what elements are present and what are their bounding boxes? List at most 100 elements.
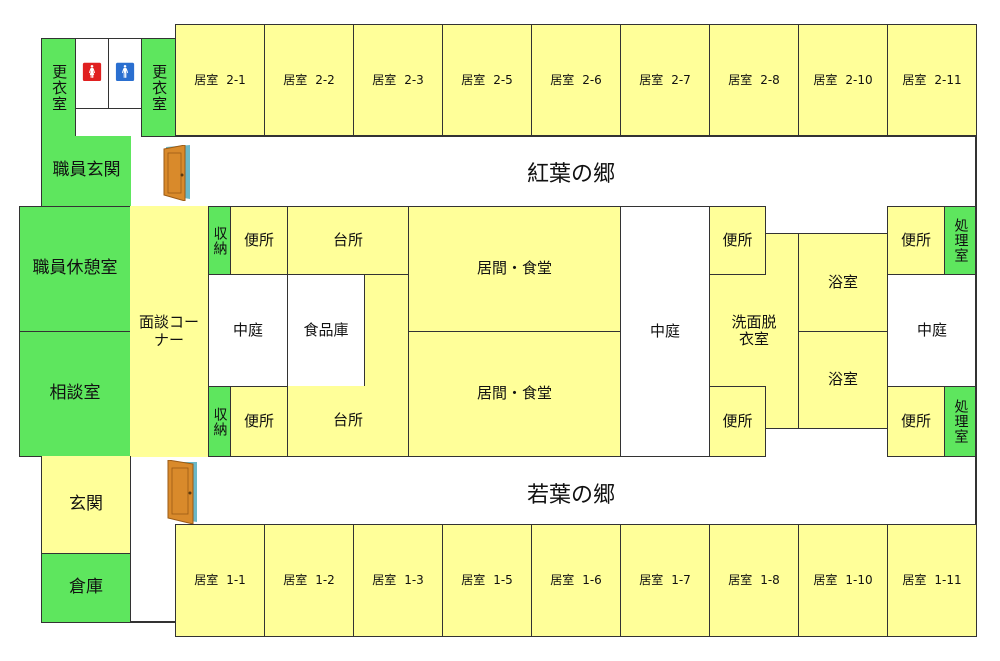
room-label: 倉庫 bbox=[69, 577, 103, 598]
disposal-room-top: 処理室 bbox=[944, 206, 977, 275]
room-label: 居室 bbox=[639, 72, 664, 87]
kitchen-top: 台所 bbox=[287, 206, 409, 275]
room-label: 便所 bbox=[722, 411, 753, 430]
toilet-top-right: 便所 bbox=[887, 206, 945, 275]
male-toilet-icon: 🚹︎ bbox=[113, 62, 137, 84]
room-label: 便所 bbox=[243, 230, 274, 249]
resident-room: 居室 1-2 bbox=[264, 524, 354, 637]
resident-room: 居室 1-8 bbox=[709, 524, 799, 637]
room-number: 1-8 bbox=[760, 572, 780, 587]
room-label: 居室 bbox=[372, 572, 397, 587]
wall bbox=[975, 136, 977, 525]
room-label: 居室 bbox=[813, 572, 838, 587]
room-label: 便所 bbox=[900, 230, 931, 249]
room-label: 処理室 bbox=[952, 218, 969, 263]
toilet-bottom-left: 便所 bbox=[230, 386, 288, 457]
door-icon[interactable] bbox=[167, 460, 199, 524]
room-label: 更衣室 bbox=[50, 63, 69, 112]
interview-corner: 面談コーナー bbox=[130, 206, 209, 457]
room-label: 居室 bbox=[902, 72, 927, 87]
lower-ward-label: 若葉の郷 bbox=[527, 483, 616, 508]
staff-lounge: 職員休憩室 bbox=[19, 206, 131, 332]
resident-room: 居室 1-3 bbox=[353, 524, 443, 637]
room-number: 2-3 bbox=[404, 72, 424, 87]
living-dining-bottom: 居間・食堂 bbox=[408, 331, 621, 457]
toilet-top-left: 便所 bbox=[230, 206, 288, 275]
pantry: 食品庫 bbox=[287, 274, 365, 387]
room-label: 居室 bbox=[813, 72, 838, 87]
kitchen-bottom: 台所 bbox=[287, 386, 409, 457]
resident-room: 居室 2-1 bbox=[175, 24, 265, 137]
room-label: 居室 bbox=[372, 72, 397, 87]
room-number: 2-2 bbox=[315, 72, 335, 87]
locker-room-left: 更衣室 bbox=[41, 38, 76, 137]
room-label: 更衣室 bbox=[150, 63, 169, 112]
room-label: 居室 bbox=[728, 72, 753, 87]
resident-room: 居室 2-7 bbox=[620, 24, 710, 137]
entrance: 玄関 bbox=[41, 456, 131, 554]
disposal-room-bottom: 処理室 bbox=[944, 386, 977, 457]
female-toilet: 🚺︎ bbox=[75, 38, 109, 109]
bathroom-bottom: 浴室 bbox=[798, 331, 888, 429]
locker-room-right: 更衣室 bbox=[141, 38, 176, 137]
room-label: 便所 bbox=[900, 411, 931, 430]
resident-room: 居室 2-10 bbox=[798, 24, 888, 137]
room-label: 職員休憩室 bbox=[32, 258, 118, 279]
room-label: 浴室 bbox=[827, 370, 858, 389]
room-label: 収納 bbox=[211, 406, 228, 437]
room-number: 1-11 bbox=[934, 572, 962, 587]
room-label: 居室 bbox=[639, 572, 664, 587]
toilet-bottom-right: 便所 bbox=[887, 386, 945, 457]
room-label: 居間・食堂 bbox=[476, 259, 552, 278]
room-label: 台所 bbox=[332, 411, 363, 430]
storage-top: 収納 bbox=[208, 206, 231, 275]
bathroom-top: 浴室 bbox=[798, 233, 888, 332]
staff-entrance: 職員玄関 bbox=[41, 136, 131, 207]
room-number: 2-8 bbox=[760, 72, 780, 87]
courtyard-left: 中庭 bbox=[208, 274, 288, 387]
room-label: 居室 bbox=[728, 572, 753, 587]
room-label: 居室 bbox=[550, 572, 575, 587]
room-label: 食品庫 bbox=[303, 320, 349, 339]
room-label: 職員玄関 bbox=[52, 160, 121, 181]
room-number: 2-7 bbox=[671, 72, 691, 87]
room-number: 1-1 bbox=[226, 572, 246, 587]
room-label: 居室 bbox=[283, 572, 308, 587]
room-label: 台所 bbox=[332, 230, 363, 249]
male-toilet: 🚹︎ bbox=[108, 38, 142, 109]
room-number: 1-7 bbox=[671, 572, 691, 587]
room-label: 居室 bbox=[194, 572, 219, 587]
room-number: 1-2 bbox=[315, 572, 335, 587]
door-icon[interactable] bbox=[163, 145, 193, 201]
room-number: 2-6 bbox=[582, 72, 602, 87]
warehouse: 倉庫 bbox=[41, 553, 131, 623]
room-number: 1-3 bbox=[404, 572, 424, 587]
consultation-room: 相談室 bbox=[19, 331, 131, 457]
room-number: 2-1 bbox=[226, 72, 246, 87]
room-label: 収納 bbox=[211, 225, 228, 256]
room-label: 相談室 bbox=[49, 383, 101, 404]
room-label: 居室 bbox=[194, 72, 219, 87]
room-number: 2-5 bbox=[493, 72, 513, 87]
room-label: 浴室 bbox=[827, 272, 858, 291]
resident-room: 居室 2-8 bbox=[709, 24, 799, 137]
toilet-top-center: 便所 bbox=[709, 206, 766, 275]
room-number: 1-5 bbox=[493, 572, 513, 587]
resident-room: 居室 2-3 bbox=[353, 24, 443, 137]
room-label: 居室 bbox=[461, 572, 486, 587]
resident-room: 居室 1-7 bbox=[620, 524, 710, 637]
living-dining-top: 居間・食堂 bbox=[408, 206, 621, 332]
resident-room: 居室 1-5 bbox=[442, 524, 532, 637]
wall bbox=[175, 135, 977, 137]
room-label: 居室 bbox=[461, 72, 486, 87]
resident-room: 居室 1-1 bbox=[175, 524, 265, 637]
room-label: 居間・食堂 bbox=[476, 384, 552, 403]
room-number: 2-10 bbox=[845, 72, 873, 87]
courtyard-center: 中庭 bbox=[620, 206, 710, 457]
